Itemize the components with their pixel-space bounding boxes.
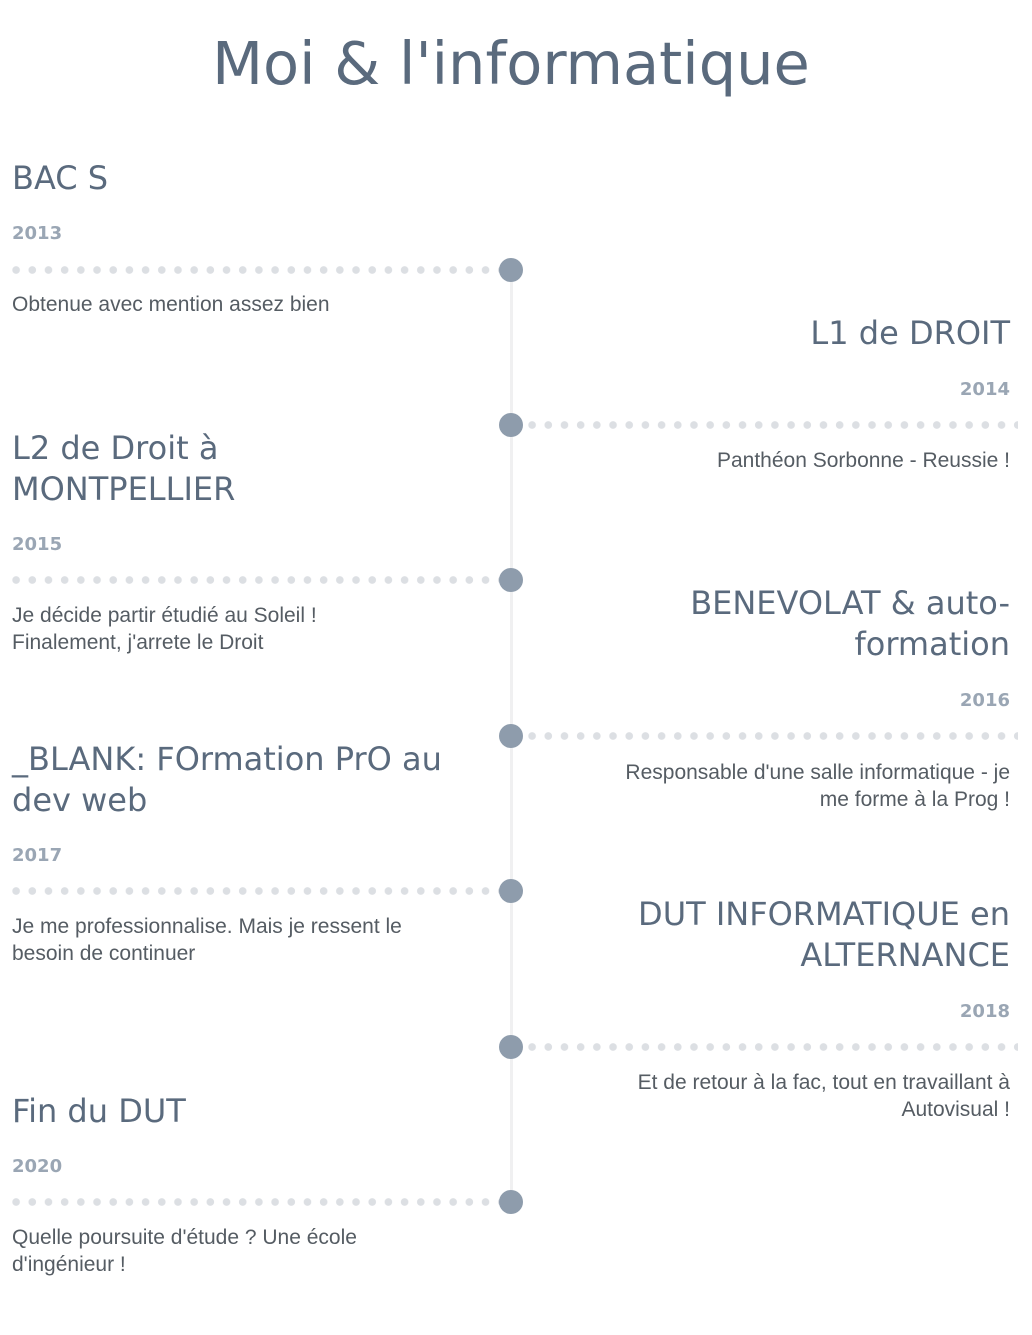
- timeline-node-2016: [499, 724, 523, 748]
- entry-description: Obtenue avec mention assez bien: [12, 293, 330, 316]
- timeline-node-2013: [499, 258, 523, 282]
- entry-year: 2017: [12, 845, 63, 866]
- entry-year: 2013: [12, 223, 63, 244]
- timeline-node-2014: [499, 413, 523, 437]
- dotted-connector: [524, 1043, 1018, 1051]
- entry-year: 2015: [12, 534, 63, 555]
- entry-title: DUT INFORMATIQUE en ALTERNANCE: [638, 895, 1010, 974]
- entry-description: Et de retour à la fac, tout en travailla…: [637, 1071, 1010, 1121]
- entry-title: _BLANK: FOrmation PrO au dev web: [12, 740, 442, 819]
- entry-title: L1 de DROIT: [810, 314, 1010, 352]
- entry-description: Je me professionnalise. Mais je ressent …: [12, 915, 402, 965]
- entry-year: 2020: [12, 1156, 63, 1177]
- dotted-connector: [8, 1198, 502, 1206]
- timeline-node-2017: [499, 879, 523, 903]
- timeline-node-2020: [499, 1190, 523, 1214]
- timeline-node-2015: [499, 568, 523, 592]
- entry-description: Panthéon Sorbonne - Reussie !: [716, 449, 1010, 472]
- dotted-connector: [524, 732, 1018, 740]
- entry-year: 2014: [959, 379, 1010, 400]
- entry-title: L2 de Droit à MONTPELLIER: [12, 429, 236, 508]
- dotted-connector: [524, 421, 1018, 429]
- entry-year: 2016: [959, 690, 1010, 711]
- timeline-node-2018: [499, 1035, 523, 1059]
- entry-title: Fin du DUT: [12, 1092, 186, 1130]
- dotted-connector: [8, 576, 502, 584]
- page-title: Moi & l'informatique: [212, 29, 810, 98]
- entry-description: Quelle poursuite d'étude ? Une école d'i…: [12, 1226, 357, 1276]
- dotted-connector: [8, 266, 502, 274]
- entry-year: 2018: [959, 1001, 1010, 1022]
- entry-title: BAC S: [12, 159, 109, 197]
- entry-description: Responsable d'une salle informatique - j…: [625, 761, 1010, 811]
- entry-title: BENEVOLAT & auto-formation: [690, 584, 1010, 663]
- dotted-connector: [8, 887, 502, 895]
- entry-description: Je décide partir étudié au Soleil ! Fina…: [12, 604, 317, 654]
